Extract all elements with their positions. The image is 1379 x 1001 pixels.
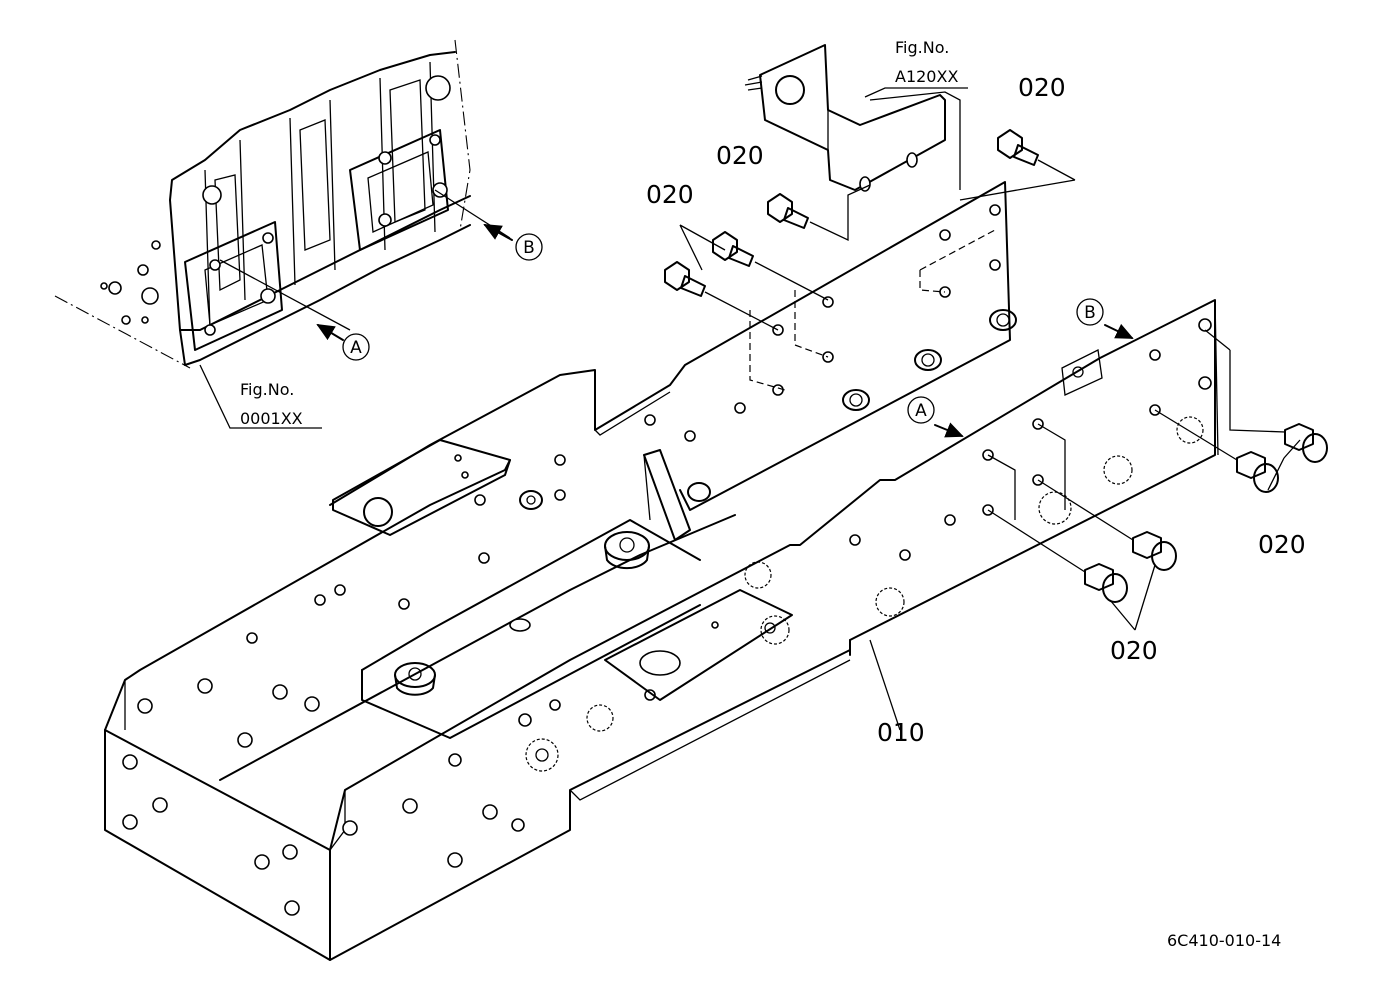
bolt-1 <box>959 129 1076 201</box>
marker-b-frame: B <box>1084 303 1096 323</box>
marker-a-frame: A <box>915 401 927 421</box>
bolts <box>664 129 1328 631</box>
fig-ref-lower: 0001XX <box>240 409 303 428</box>
drawing-code: 6C410-010-14 <box>1167 931 1281 950</box>
marker-a-lower: A <box>350 338 362 358</box>
bolt-6 <box>1154 409 1279 493</box>
frame-rear-rail <box>329 181 1017 511</box>
fig-ref-upper: A120XX <box>895 67 958 86</box>
bolt-8 <box>987 454 1128 603</box>
callout-020-top-right: 020 <box>1018 73 1066 102</box>
bolt-5 <box>1204 329 1328 463</box>
callout-020-right: 020 <box>1258 530 1306 559</box>
callout-020-bottom: 020 <box>1110 636 1158 665</box>
callout-010: 010 <box>877 718 925 747</box>
callout-020-top-left: 020 <box>646 180 694 209</box>
bolt-2 <box>767 184 871 242</box>
marker-b-lower: B <box>523 238 535 258</box>
callout-020-top-mid: 020 <box>716 141 764 170</box>
frame-end-plate <box>104 459 736 961</box>
frame-front-rail <box>329 299 1219 961</box>
bolt-3 <box>712 231 829 301</box>
bolt-4 <box>664 261 779 331</box>
floor-brackets <box>332 439 851 739</box>
bolt-7 <box>1037 423 1177 571</box>
leaders <box>199 87 1134 731</box>
fig-label-lower: Fig.No. <box>240 380 294 399</box>
fig-label-upper: Fig.No. <box>895 38 949 57</box>
engine-block <box>54 39 511 369</box>
upper-bracket <box>744 44 961 192</box>
